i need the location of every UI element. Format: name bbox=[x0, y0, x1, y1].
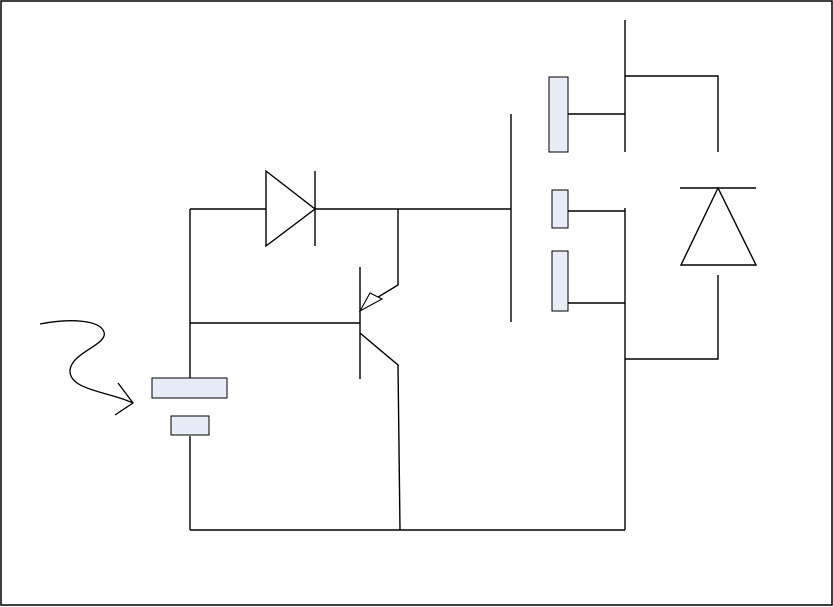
mosfet-plate-top bbox=[548, 76, 569, 153]
mosfet-plate-bottom bbox=[551, 250, 569, 312]
mosfet-plate-middle bbox=[551, 189, 569, 229]
mosfet bbox=[510, 76, 569, 322]
wire-drain-to-diode bbox=[625, 75, 719, 152]
cell-plate-negative bbox=[170, 415, 210, 436]
cell-plate-positive bbox=[151, 377, 228, 399]
wire-transistor-upper bbox=[374, 209, 399, 300]
bjt-transistor bbox=[358, 267, 384, 379]
emitter-arrow-icon bbox=[358, 292, 384, 313]
wire-source-to-diode bbox=[625, 275, 719, 360]
wiring bbox=[189, 20, 719, 531]
light-arrow-icon bbox=[39, 320, 134, 416]
diode-horizontal bbox=[265, 169, 317, 248]
wire-transistor-lower bbox=[359, 332, 401, 531]
diode-vertical bbox=[679, 186, 758, 266]
photovoltaic-cell bbox=[151, 377, 228, 436]
